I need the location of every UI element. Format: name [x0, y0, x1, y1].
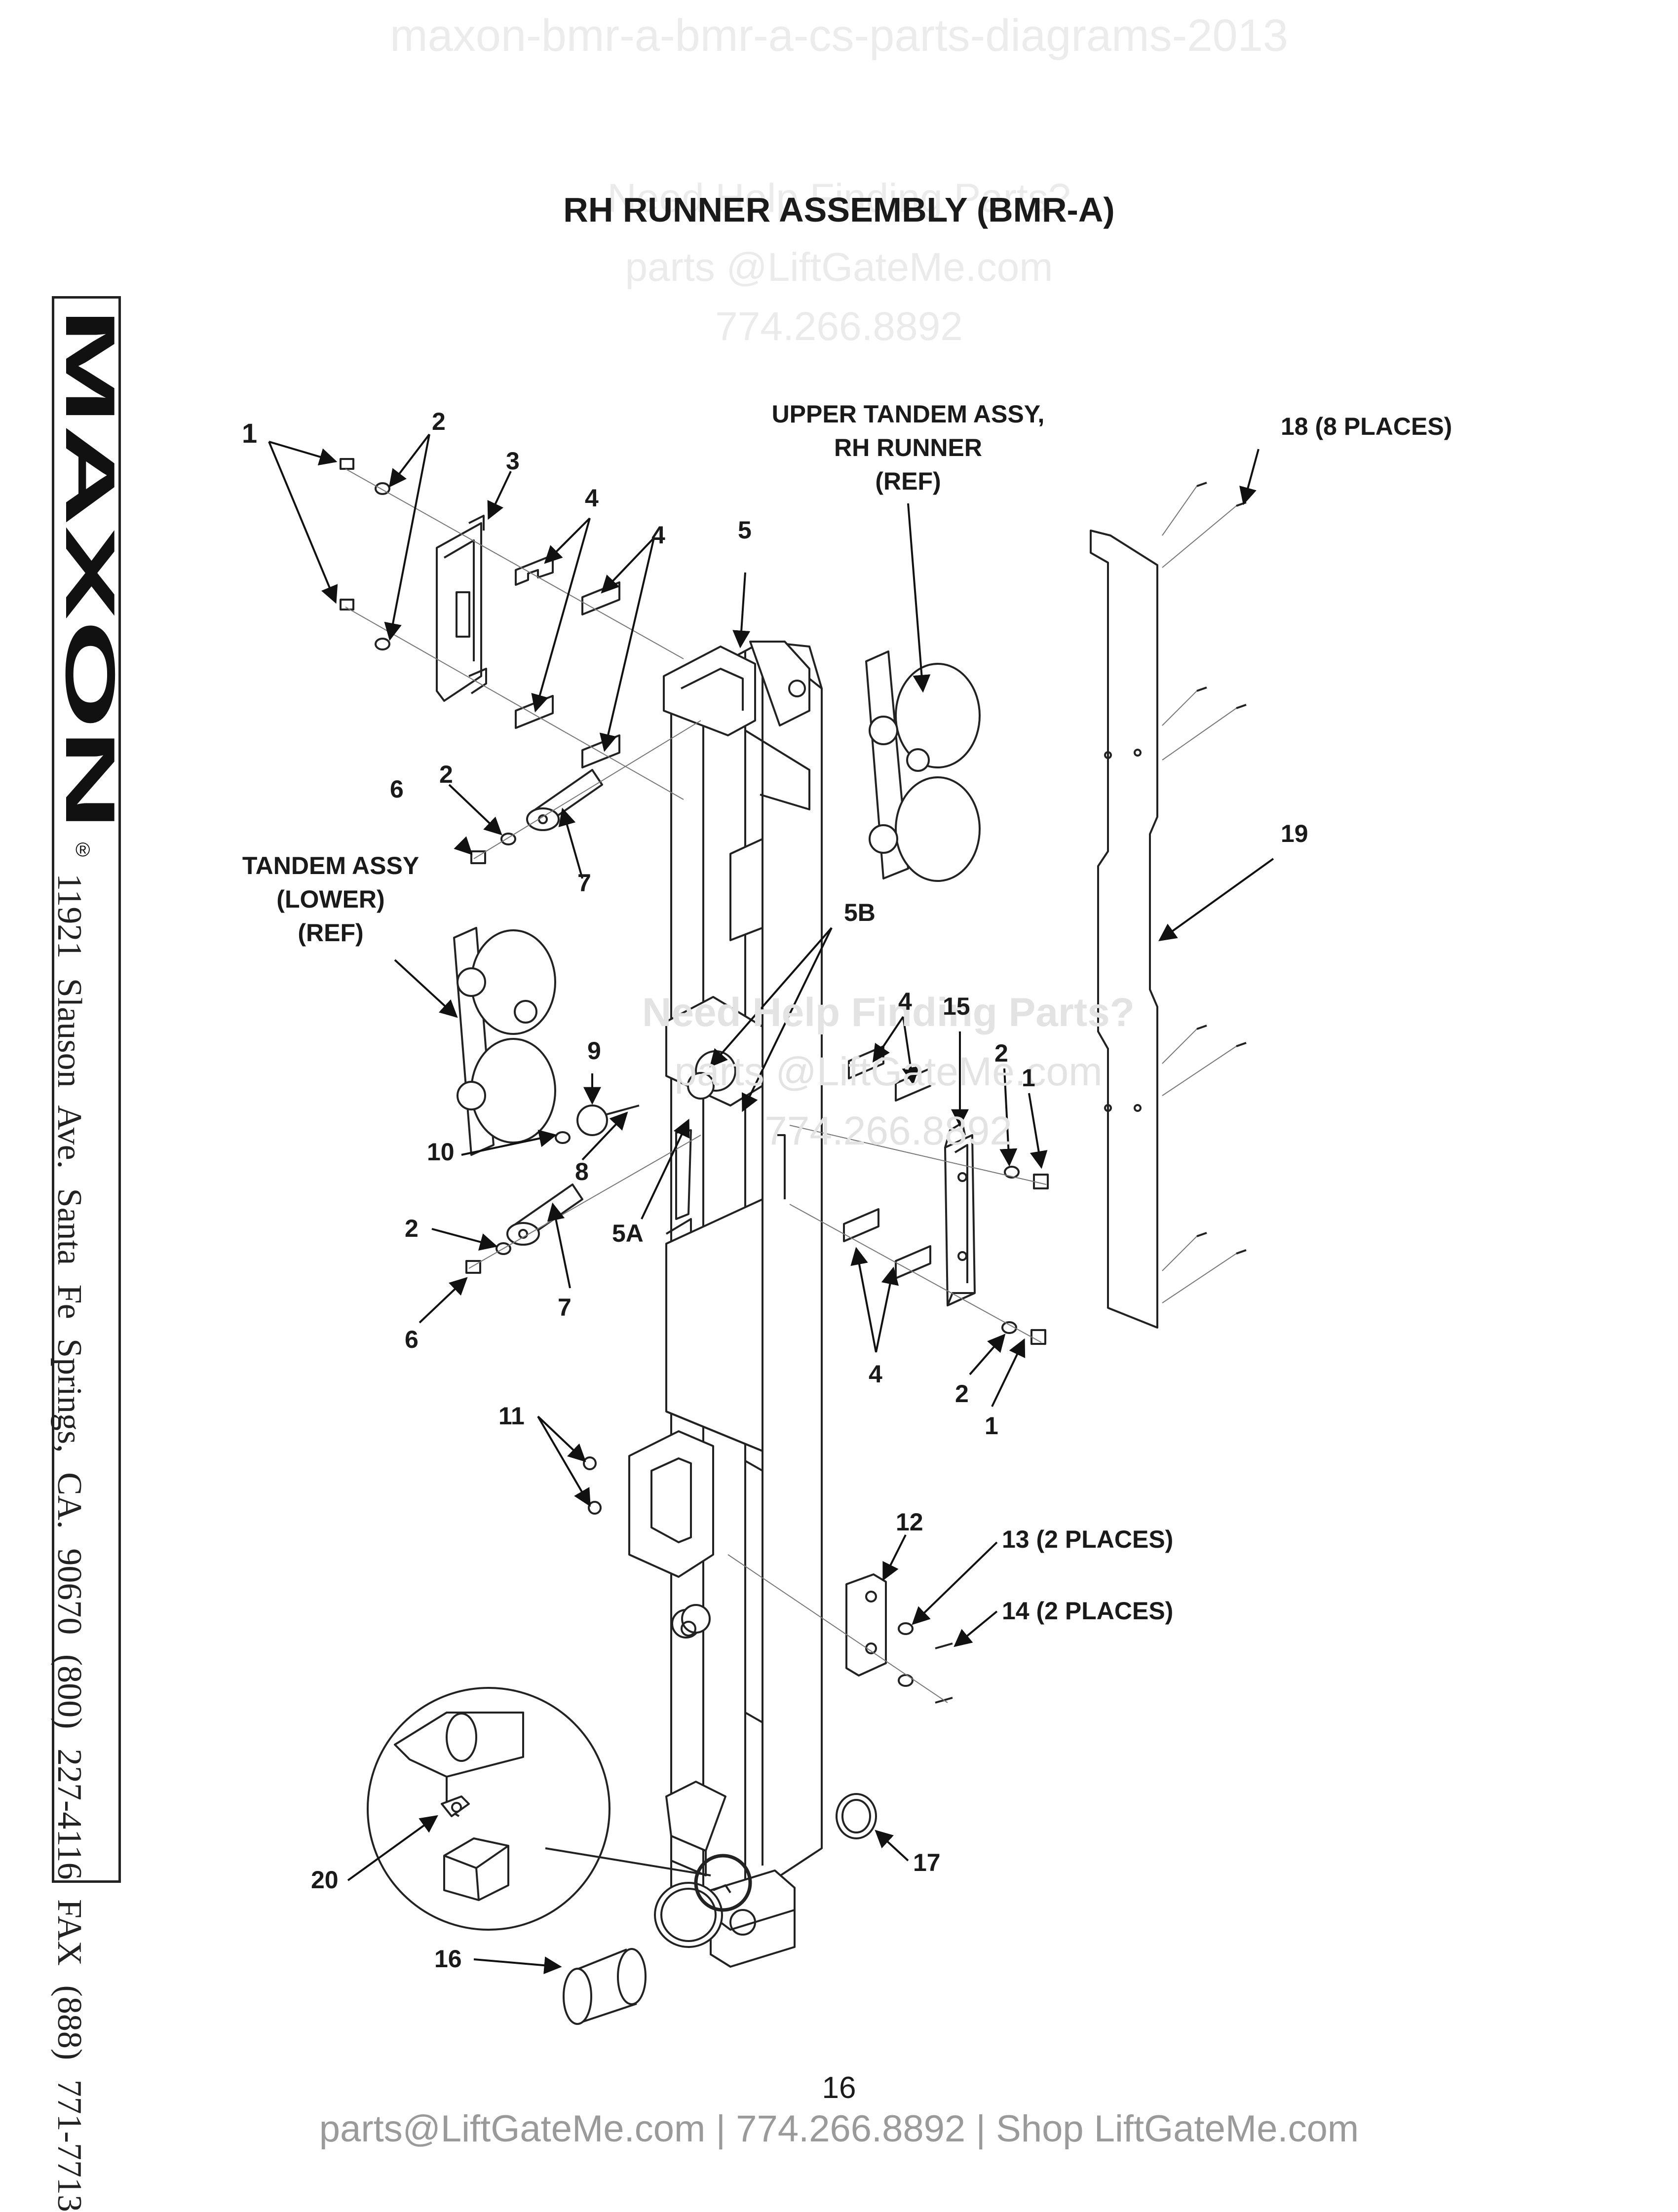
callout-lower-tandem: TANDEM ASSY (LOWER) (REF)	[242, 852, 420, 947]
block-item-12	[845, 1573, 887, 1677]
watermark-email-center: parts @LiftGateMe.com	[674, 1049, 1103, 1094]
callout-11: 11	[498, 1402, 525, 1430]
watermark-phone-top: 774.266.8892	[715, 304, 963, 349]
callout-7: 7	[558, 1294, 572, 1321]
callout-16: 16	[434, 1945, 462, 1973]
callout-14: 14 (2 PLACES)	[1002, 1597, 1174, 1625]
lower-tandem-roller	[453, 927, 556, 1156]
watermark-help-center: Need Help Finding Parts?	[642, 990, 1135, 1035]
callout-upper-tandem: UPPER TANDEM ASSY, RH RUNNER (REF)	[771, 400, 1045, 495]
callout-1: 1	[1022, 1064, 1035, 1092]
watermark-top: maxon-bmr-a-bmr-a-cs-parts-diagrams-2013	[389, 10, 1288, 61]
callout-17: 17	[913, 1849, 941, 1876]
detail-circle	[367, 1687, 752, 1931]
callout-12: 12	[896, 1508, 923, 1536]
callout-1: 1	[985, 1412, 998, 1440]
callout-6: 6	[405, 1326, 419, 1353]
callout-4: 4	[869, 1360, 882, 1388]
callout-4: 4	[898, 988, 912, 1015]
callout-3: 3	[506, 447, 520, 475]
callout-15: 15	[943, 992, 970, 1020]
bolts-item-18	[1196, 482, 1247, 1255]
callout-10: 10	[427, 1138, 455, 1166]
callout-8: 8	[575, 1158, 589, 1185]
callout-4: 4	[651, 521, 665, 549]
grease-fitting-icon	[441, 1795, 470, 1817]
brand-name: MAXON	[58, 307, 117, 831]
callout-2: 2	[432, 408, 446, 435]
callout-2: 2	[405, 1215, 419, 1242]
page-title: RH RUNNER ASSEMBLY (BMR-A)	[563, 191, 1115, 229]
page-number: 16	[822, 2071, 856, 2105]
callout-2: 2	[439, 761, 453, 788]
bushing-icon	[563, 1793, 877, 2025]
callout-18: 18 (8 PLACES)	[1281, 413, 1452, 440]
watermark-phone-center: 774.266.8892	[764, 1108, 1012, 1153]
callout-2: 2	[994, 1039, 1008, 1067]
callout-5b: 5B	[844, 899, 876, 926]
callout-9: 9	[587, 1037, 601, 1065]
upper-tandem-roller	[865, 650, 981, 882]
runner-weldment	[628, 641, 823, 1968]
callout-20: 20	[311, 1866, 339, 1894]
bracket-item-15	[944, 1122, 976, 1306]
bracket-item-3	[436, 515, 487, 702]
callout-13: 13 (2 PLACES)	[1002, 1526, 1174, 1553]
plate-item-19	[1090, 530, 1158, 1329]
callout-6: 6	[390, 775, 404, 803]
brand-sidebar: MAXON ® 11921 Slauson Ave. Santa Fe Spri…	[50, 296, 121, 2212]
callout-1: 1	[242, 418, 258, 449]
callout-5a: 5A	[612, 1220, 644, 1247]
callout-7: 7	[577, 869, 591, 897]
watermark-help-top: Need Help Finding Parts?	[607, 176, 1071, 221]
washer-icon	[375, 482, 1020, 1687]
callout-2: 2	[955, 1380, 969, 1408]
registered-mark: ®	[76, 839, 90, 860]
maxon-logo: MAXON ®	[58, 307, 117, 860]
callout-5: 5	[738, 516, 752, 544]
callout-19: 19	[1281, 820, 1308, 847]
watermark-email-top: parts @LiftGateMe.com	[625, 245, 1053, 290]
footer-contact: parts@LiftGateMe.com | 774.266.8892 | Sh…	[319, 2108, 1359, 2150]
callout-4: 4	[585, 484, 599, 512]
